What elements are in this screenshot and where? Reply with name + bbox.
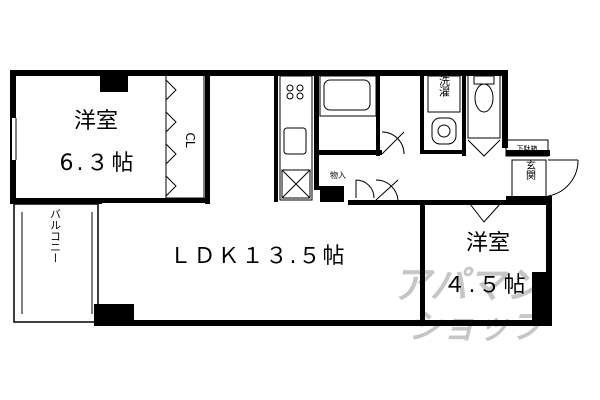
closet-label: CL [183, 132, 197, 147]
entrance-label: 玄関 [524, 159, 536, 181]
room-western-6: 洋室 6.３帖 [60, 109, 137, 176]
washer-label: 洗濯 [438, 75, 451, 98]
kitchen [279, 75, 313, 201]
bathtub-icon [323, 79, 371, 111]
closet: CL [165, 73, 205, 199]
bathroom [319, 75, 405, 155]
basin-icon [431, 117, 457, 145]
balcony-label: バルコニー [49, 209, 62, 264]
stove-icon [286, 84, 304, 100]
room-western-6-name: 洋室 [74, 109, 118, 134]
room-ldk-label: ＬＤＫ１３.５帖 [170, 244, 347, 269]
fridge-icon [281, 169, 311, 199]
watermark-text: アパマン [392, 263, 546, 307]
toilet-icon [474, 83, 494, 113]
front-door-icon [547, 159, 579, 197]
room-western-4: 洋室 ４.５帖 [444, 203, 529, 298]
shoe-box-label: 下駄箱 [517, 144, 538, 153]
watermark-logo: アパマン ショップ [392, 263, 551, 347]
storage: 物入 [330, 170, 375, 199]
storage-door-icon [355, 179, 375, 199]
sink-icon [283, 127, 307, 155]
toilet [467, 73, 501, 157]
room-western-4-name: 洋室 [466, 231, 510, 256]
toilet-door-icon [467, 139, 501, 157]
room-western-4-size: ４.５帖 [444, 273, 529, 298]
svg-text:ショップ: ショップ [408, 307, 551, 347]
storage-label: 物入 [330, 170, 346, 180]
western-4-door-icon [469, 203, 501, 223]
room-western-6-size: 6.３帖 [60, 151, 137, 176]
interior-walls [10, 70, 548, 326]
washroom: 洗濯 [427, 75, 461, 145]
windows [10, 118, 17, 160]
room-ldk: ＬＤＫ１３.５帖 [170, 244, 347, 269]
wall-columns [94, 70, 552, 326]
bathroom-door-icon [381, 131, 405, 155]
ldk-door-icon [375, 179, 399, 201]
entrance: 下駄箱 玄関 [505, 139, 579, 199]
